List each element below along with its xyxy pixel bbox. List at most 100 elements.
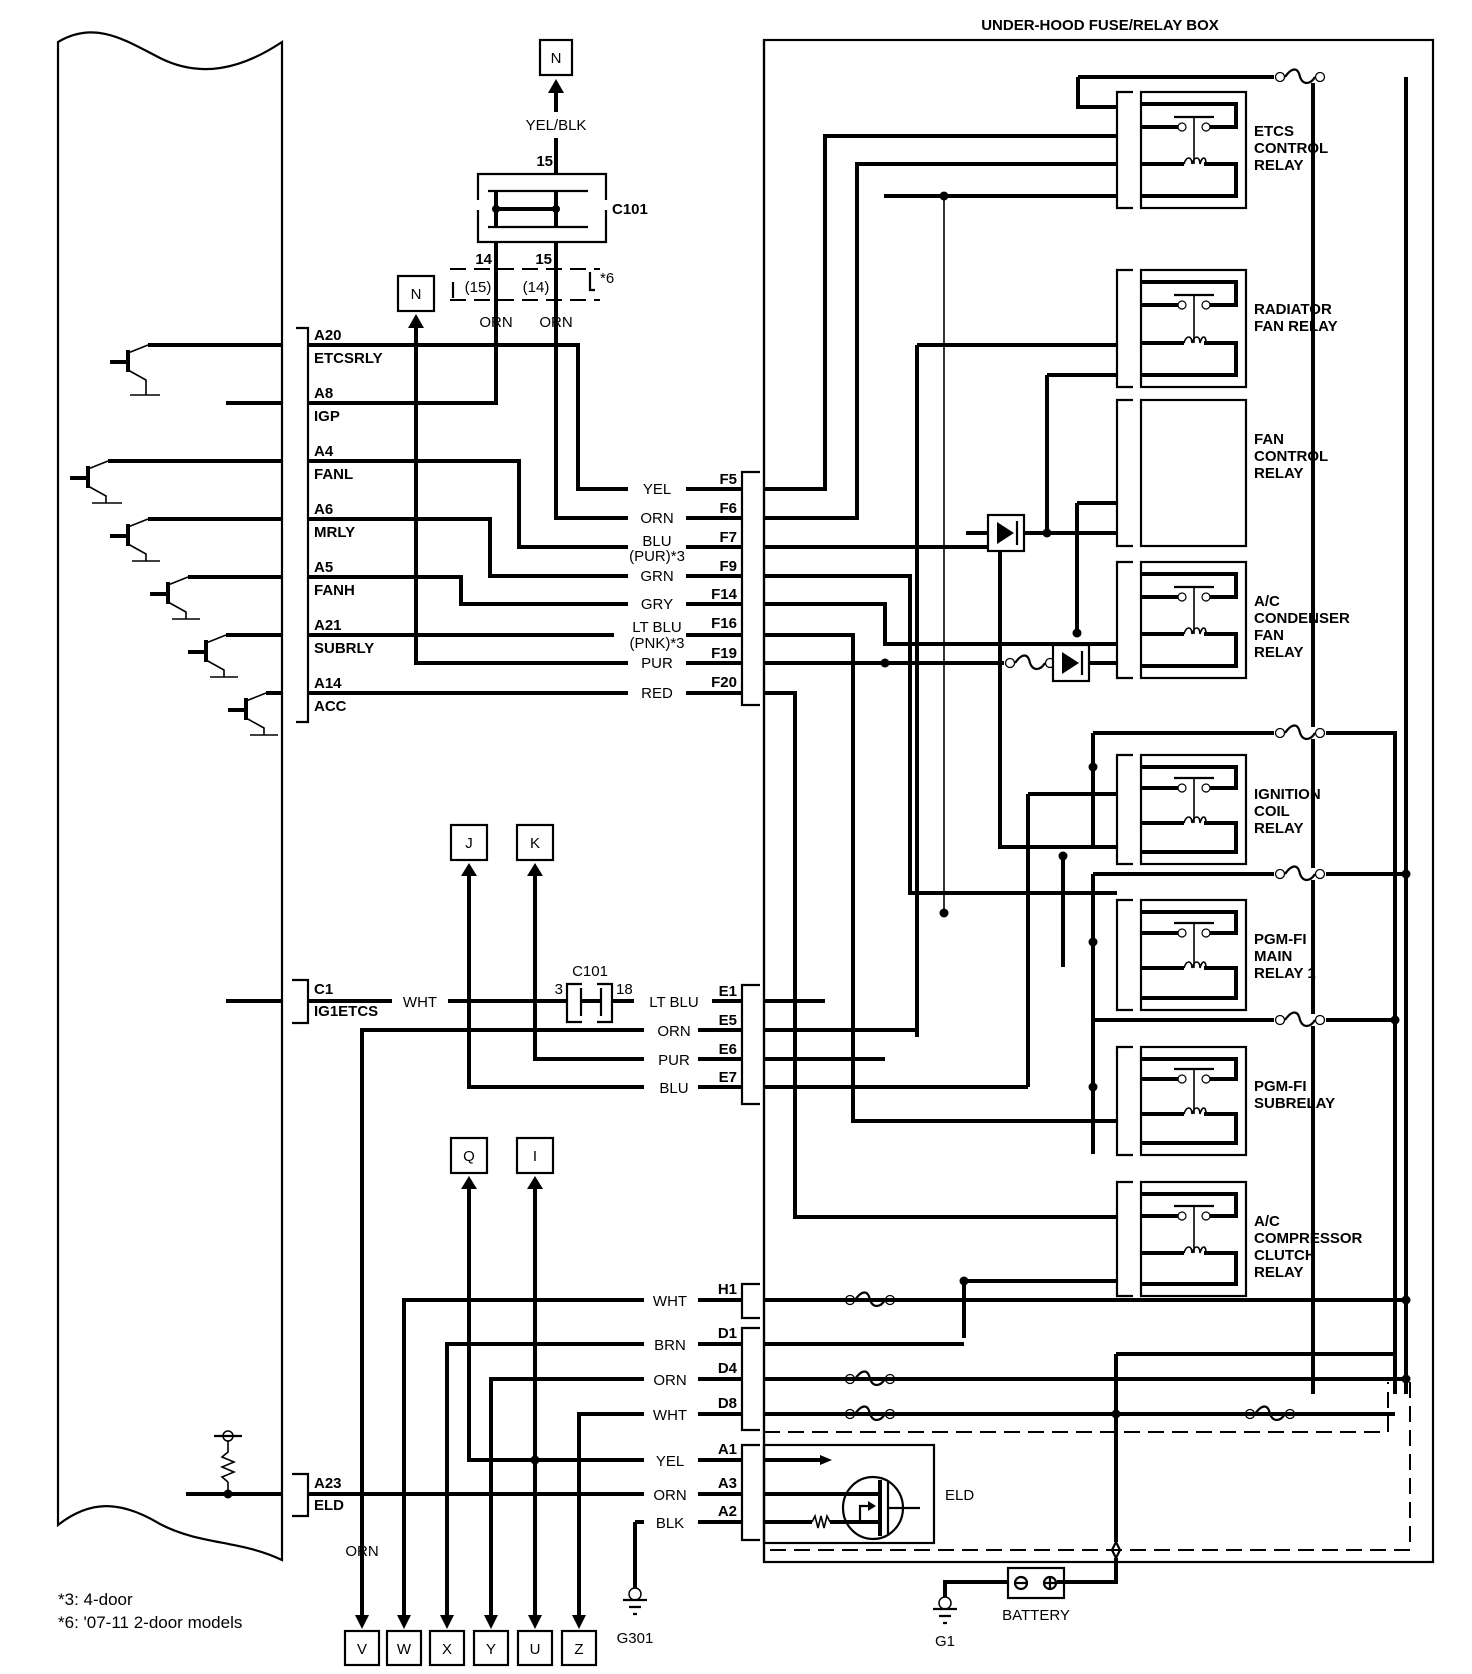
ref-box-v[interactable]: V <box>343 1615 381 1667</box>
svg-text:Q: Q <box>463 1148 475 1165</box>
svg-text:SUBRELAY: SUBRELAY <box>1254 1095 1335 1112</box>
svg-text:FAN: FAN <box>1254 627 1284 644</box>
svg-text:3: 3 <box>555 981 563 998</box>
svg-text:X: X <box>442 1641 452 1658</box>
svg-text:RELAY: RELAY <box>1254 157 1303 174</box>
svg-text:A23: A23 <box>314 1475 342 1492</box>
svg-text:(PNK)*3: (PNK)*3 <box>629 635 684 652</box>
ref-box-x[interactable]: X <box>428 1615 466 1667</box>
svg-text:F9: F9 <box>719 558 737 575</box>
svg-text:RELAY: RELAY <box>1254 644 1303 661</box>
eld-sensor: ELD <box>762 1382 1411 1551</box>
svg-text:CONDENSER: CONDENSER <box>1254 610 1350 627</box>
svg-text:F14: F14 <box>711 586 738 603</box>
arrow-down-icon <box>572 1615 586 1629</box>
svg-text:U: U <box>530 1641 541 1658</box>
ref-box-u[interactable]: U <box>516 1615 554 1667</box>
svg-text:SUBRLY: SUBRLY <box>314 640 374 657</box>
svg-text:FANL: FANL <box>314 466 353 483</box>
svg-text:COMPRESSOR: COMPRESSOR <box>1254 1230 1363 1247</box>
svg-text:BLU: BLU <box>659 1080 688 1097</box>
arrow-down-icon <box>440 1615 454 1629</box>
ref-box-i[interactable] <box>515 1136 555 1175</box>
e-connector-labels: LT BLU E1 ORN E5 PUR E6 BLU E7 <box>649 983 737 1097</box>
svg-text:14: 14 <box>475 251 492 268</box>
svg-text:ORN: ORN <box>653 1487 686 1504</box>
svg-text:E5: E5 <box>719 1012 737 1029</box>
ref-box-j[interactable] <box>449 823 489 862</box>
svg-text:(PUR)*3: (PUR)*3 <box>629 548 685 565</box>
svg-text:RED: RED <box>641 685 673 702</box>
wire-color-label: YEL/BLK <box>526 117 587 134</box>
ref-box-k[interactable] <box>515 823 555 862</box>
svg-text:Y: Y <box>486 1641 496 1658</box>
svg-text:BLU: BLU <box>642 533 671 550</box>
svg-text:CONTROL: CONTROL <box>1254 448 1328 465</box>
svg-text:A21: A21 <box>314 617 342 634</box>
svg-text:J: J <box>465 835 473 852</box>
arrow-up-icon <box>461 863 477 876</box>
svg-text:H1: H1 <box>718 1281 737 1298</box>
svg-text:ORN: ORN <box>653 1372 686 1389</box>
svg-text:15: 15 <box>536 153 553 170</box>
svg-text:V: V <box>357 1641 367 1658</box>
svg-text:A8: A8 <box>314 385 333 402</box>
svg-text:15: 15 <box>535 251 552 268</box>
h-connector <box>740 1282 760 1320</box>
wire-color-label: ORN <box>345 1543 378 1560</box>
svg-text:IGNITION: IGNITION <box>1254 786 1321 803</box>
ref-box-w[interactable]: W <box>385 1615 423 1667</box>
ecm-connector-a <box>296 326 310 724</box>
ref-box-z[interactable]: Z <box>560 1615 598 1667</box>
svg-text:A6: A6 <box>314 501 333 518</box>
e-connector <box>740 983 760 1106</box>
ref-box-q[interactable] <box>449 1136 489 1175</box>
svg-text:GRY: GRY <box>641 596 673 613</box>
svg-text:WHT: WHT <box>403 994 437 1011</box>
ref-box-y[interactable]: Y <box>472 1615 510 1667</box>
svg-text:MRLY: MRLY <box>314 524 355 541</box>
svg-text:YEL: YEL <box>656 1453 684 1470</box>
arrow-down-icon <box>484 1615 498 1629</box>
svg-text:(14): (14) <box>523 279 550 296</box>
svg-text:N: N <box>411 286 422 303</box>
svg-text:CLUTCH: CLUTCH <box>1254 1247 1316 1264</box>
svg-text:ELD: ELD <box>314 1497 344 1514</box>
ecm-driver-transistors <box>70 343 282 736</box>
svg-text:Z: Z <box>574 1641 583 1658</box>
svg-text:F6: F6 <box>719 500 737 517</box>
svg-text:PUR: PUR <box>641 655 673 672</box>
svg-text:C101: C101 <box>612 201 648 218</box>
arrow-up-icon <box>408 314 424 328</box>
svg-text:MAIN: MAIN <box>1254 948 1292 965</box>
svg-text:ELD: ELD <box>945 1487 974 1504</box>
svg-text:*6: *6 <box>600 270 614 287</box>
arrow-down-icon <box>528 1615 542 1629</box>
svg-text:A2: A2 <box>718 1503 737 1520</box>
ecm-pin-labels: A20 ETCSRLY A8 IGP A4 FANL A6 MRLY A5 FA… <box>314 327 383 715</box>
lower-connector-labels: WHT H1 BRN D1 ORN D4 WHT D8 YEL A1 ORN A… <box>653 1281 738 1532</box>
svg-text:A3: A3 <box>718 1475 737 1492</box>
svg-text:RELAY: RELAY <box>1254 465 1303 482</box>
svg-text:ETCS: ETCS <box>1254 123 1294 140</box>
svg-text:FAN: FAN <box>1254 431 1284 448</box>
e-circuit-wires <box>360 872 1028 1625</box>
arrow-up-icon <box>548 79 564 93</box>
ref-box-n-top[interactable] <box>538 38 574 77</box>
ref-box-n[interactable] <box>396 274 436 313</box>
svg-text:K: K <box>530 835 540 852</box>
arrow-up-icon <box>461 1176 477 1189</box>
svg-text:E7: E7 <box>719 1069 737 1086</box>
svg-text:D1: D1 <box>718 1325 737 1342</box>
svg-text:LT BLU: LT BLU <box>632 619 681 636</box>
svg-text:D4: D4 <box>718 1360 738 1377</box>
